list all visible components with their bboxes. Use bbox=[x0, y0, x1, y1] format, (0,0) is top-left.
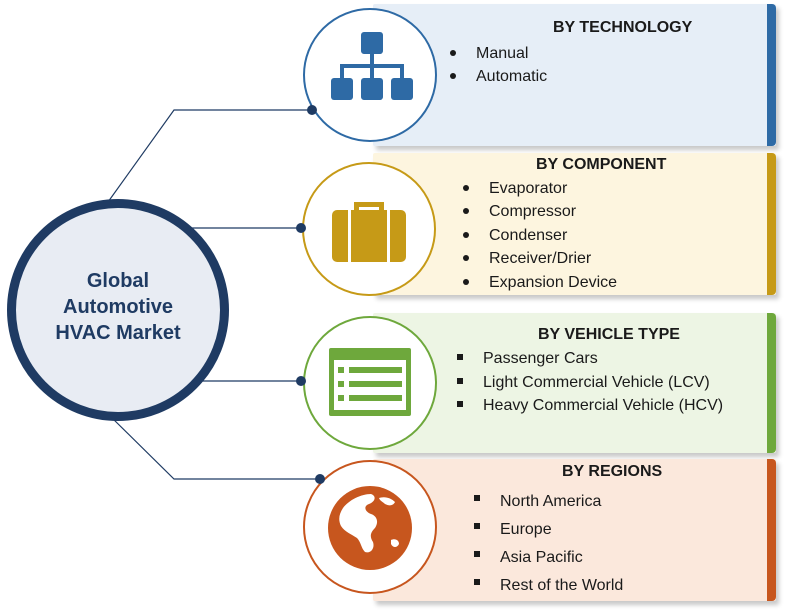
connector-dot-vehicle-type bbox=[296, 376, 306, 386]
list-item: Europe bbox=[472, 516, 623, 544]
list-item: Automatic bbox=[448, 65, 547, 88]
regions-heading: BY REGIONS bbox=[562, 463, 663, 480]
component-panel: BY COMPONENT Evaporator Compressor Conde… bbox=[373, 153, 776, 295]
central-title-line: HVAC Market bbox=[55, 322, 181, 344]
technology-accent-bar bbox=[767, 4, 776, 146]
technology-icon-circle bbox=[303, 8, 437, 142]
vehicle-type-heading: BY VEHICLE TYPE bbox=[538, 326, 680, 343]
central-title-line: Global bbox=[86, 270, 150, 292]
technology-panel: BY TECHNOLOGY Manual Automatic bbox=[373, 4, 776, 146]
list-item: Condenser bbox=[461, 224, 617, 247]
list-item: Receiver/Drier bbox=[461, 247, 617, 270]
list-item: Manual bbox=[448, 42, 547, 65]
list-item: North America bbox=[472, 488, 623, 516]
vehicle-type-panel: BY VEHICLE TYPE Passenger Cars Light Com… bbox=[373, 313, 776, 453]
component-icon-circle bbox=[302, 162, 436, 296]
technology-list: Manual Automatic bbox=[448, 42, 547, 88]
vehicle-type-list: Passenger Cars Light Commercial Vehicle … bbox=[455, 347, 723, 418]
component-accent-bar bbox=[767, 153, 776, 295]
regions-panel: BY REGIONS North America Europe Asia Pac… bbox=[373, 459, 776, 601]
list-item: Passenger Cars bbox=[455, 347, 723, 371]
vehicle-type-accent-bar bbox=[767, 313, 776, 453]
central-title: Global Automotive HVAC Market bbox=[16, 268, 220, 346]
hierarchy-icon bbox=[331, 32, 413, 100]
globe-icon bbox=[328, 486, 412, 570]
central-market-circle: Global Automotive HVAC Market bbox=[7, 199, 229, 421]
suitcase-icon bbox=[332, 202, 406, 262]
regions-icon-circle bbox=[303, 460, 437, 594]
component-list: Evaporator Compressor Condenser Receiver… bbox=[461, 177, 617, 294]
regions-accent-bar bbox=[767, 459, 776, 601]
regions-list: North America Europe Asia Pacific Rest o… bbox=[472, 488, 623, 600]
connector-regions bbox=[107, 413, 320, 480]
connector-dot-component bbox=[296, 223, 306, 233]
list-item: Light Commercial Vehicle (LCV) bbox=[455, 371, 723, 395]
list-item: Rest of the World bbox=[472, 572, 623, 600]
central-title-line: Automotive bbox=[63, 296, 173, 318]
list-item: Compressor bbox=[461, 200, 617, 223]
list-window-icon bbox=[329, 348, 411, 416]
list-item: Asia Pacific bbox=[472, 544, 623, 572]
technology-heading: BY TECHNOLOGY bbox=[553, 19, 693, 36]
vehicle-type-icon-circle bbox=[303, 316, 437, 450]
list-item: Expansion Device bbox=[461, 271, 617, 294]
connector-technology bbox=[107, 109, 312, 203]
connector-dot-regions bbox=[315, 474, 325, 484]
connector-dot-technology bbox=[307, 105, 317, 115]
list-item: Evaporator bbox=[461, 177, 617, 200]
component-heading: BY COMPONENT bbox=[536, 156, 667, 173]
list-item: Heavy Commercial Vehicle (HCV) bbox=[455, 394, 723, 418]
